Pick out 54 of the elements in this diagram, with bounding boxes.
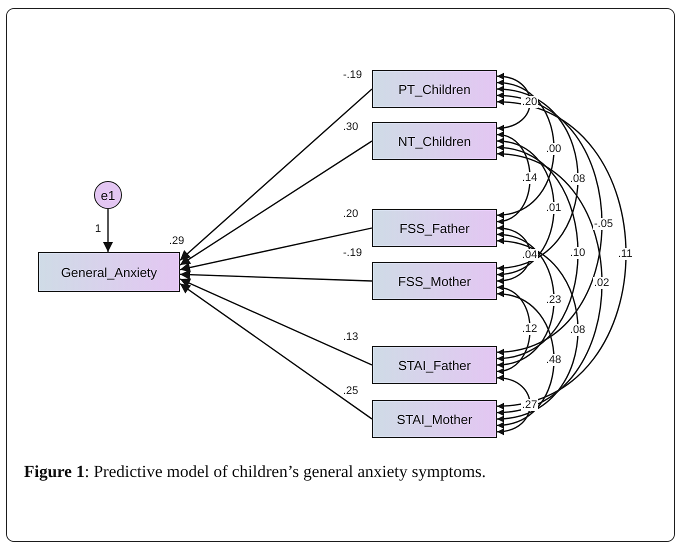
edge-label: .12: [521, 323, 538, 336]
figure-caption: Figure 1: Predictive model of children’s general anxiety symptoms.: [24, 462, 486, 482]
variable-box: FSS_Mother: [372, 262, 497, 300]
edge-label: .25: [342, 385, 360, 397]
covariance-arrow: [496, 93, 603, 355]
edge-label: .23: [545, 294, 562, 306]
path-arrow: [180, 283, 372, 420]
path-arrow: [180, 227, 372, 272]
error-circle: e1: [94, 181, 122, 209]
edge-label: .14: [521, 172, 538, 184]
edge-label: .13: [342, 331, 360, 343]
covariance-arrow: [496, 73, 531, 131]
covariance-arrow: [496, 225, 531, 284]
covariance-arrow: [496, 232, 555, 368]
covariance-arrow: [496, 145, 579, 361]
edge-label: .02: [593, 277, 610, 290]
edge-label: .27: [521, 398, 538, 411]
covariance-arrow: [496, 291, 555, 428]
path-arrow: [180, 140, 372, 266]
edge-label: .48: [545, 354, 562, 366]
edge-label: -.19: [342, 247, 363, 259]
edge-label: .08: [569, 324, 586, 336]
edge-label: .01: [545, 202, 562, 214]
variable-box: FSS_Father: [372, 209, 497, 247]
covariance-arrow: [496, 86, 579, 271]
variable-box: General_Anxiety: [38, 252, 180, 292]
variable-box: STAI_Mother: [372, 400, 497, 438]
covariance-arrow: [496, 99, 626, 409]
covariance-arrow: [496, 285, 531, 374]
covariance-arrow: [496, 132, 531, 224]
variable-box: PT_Children: [372, 70, 497, 108]
covariance-arrow: [496, 375, 531, 435]
edge-label: .08: [569, 172, 586, 185]
edge-label: 1: [94, 222, 102, 234]
path-arrow: [103, 209, 113, 252]
edge-label: .04: [521, 248, 538, 260]
variable-box: NT_Children: [372, 122, 497, 160]
covariance-arrow: [496, 238, 579, 422]
edge-label: .30: [342, 121, 360, 133]
path-arrow: [180, 88, 372, 261]
edge-label: .00: [545, 142, 562, 155]
covariance-arrow: [496, 151, 603, 415]
path-arrow: [180, 270, 372, 282]
edge-label: .20: [521, 96, 538, 108]
covariance-arrow: [496, 80, 555, 218]
variable-box: STAI_Father: [372, 346, 497, 384]
edge-label: .10: [569, 247, 586, 259]
edge-label: .20: [342, 208, 360, 220]
edge-label: .11: [617, 248, 634, 260]
value-label: .29: [168, 235, 186, 247]
path-arrow: [180, 278, 372, 366]
covariance-arrow: [496, 138, 555, 278]
edge-label: -.19: [342, 69, 363, 81]
edge-label: -.05: [593, 218, 614, 230]
